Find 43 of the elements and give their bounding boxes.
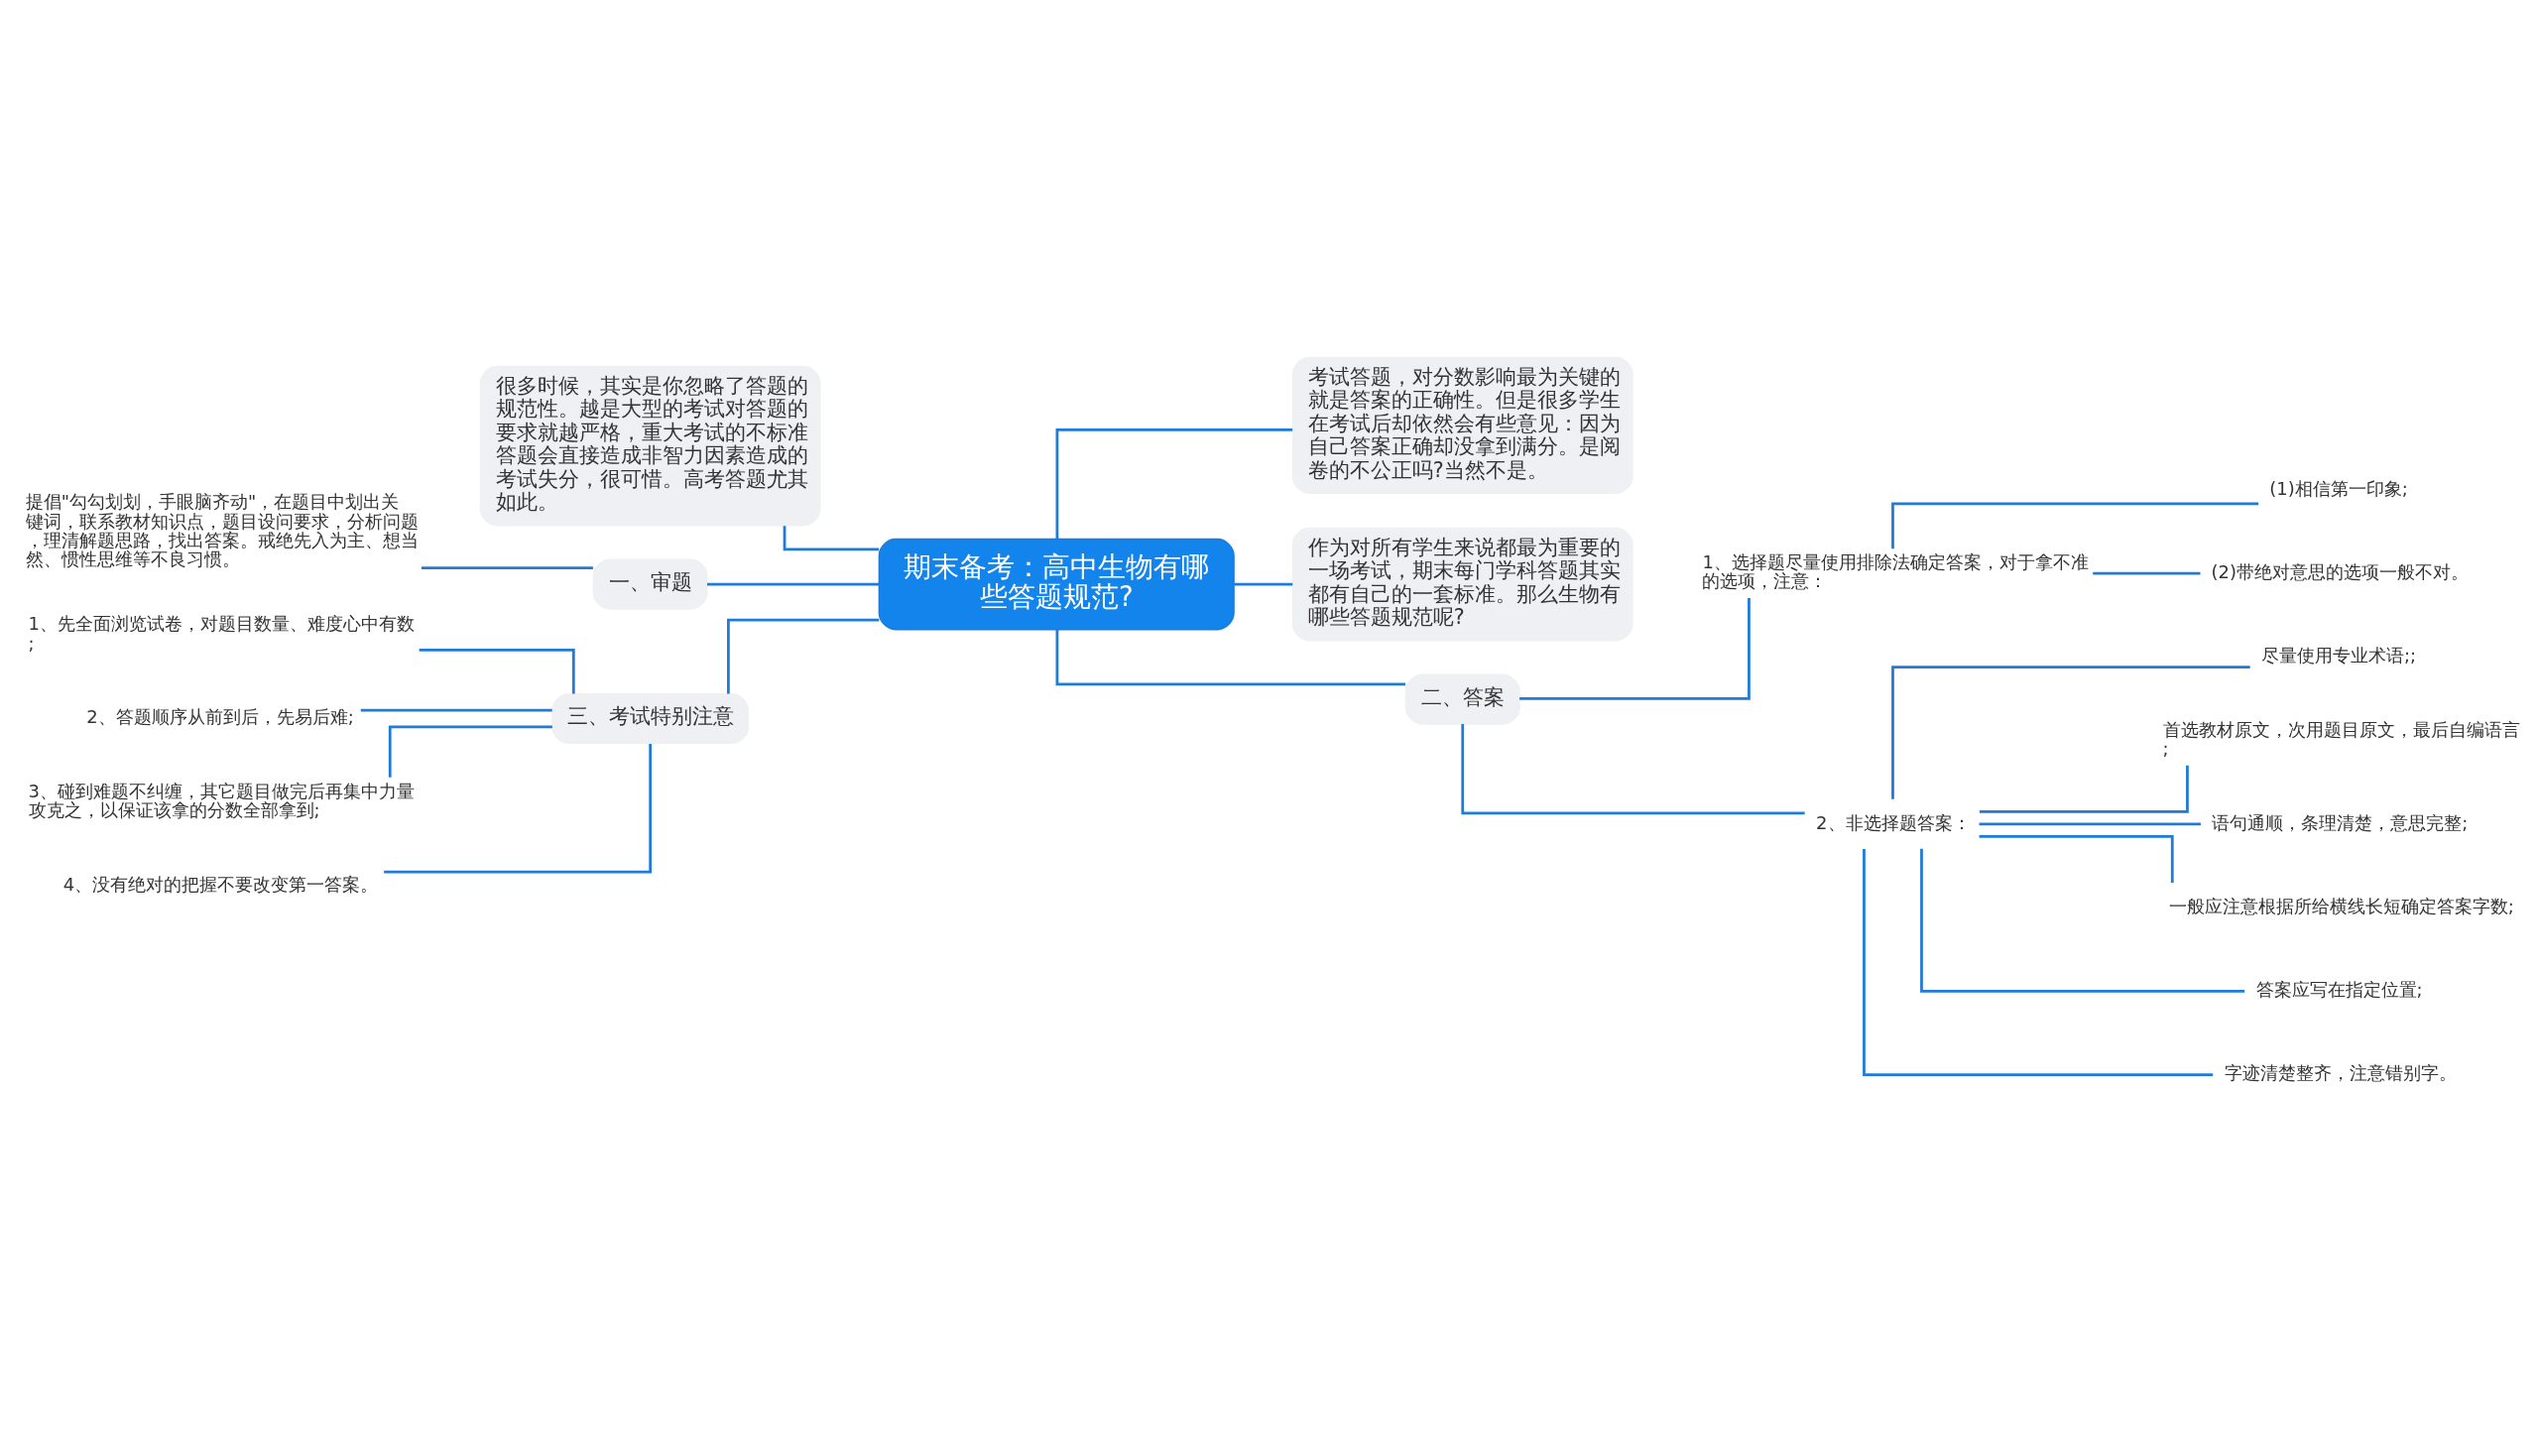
node-text: 一般应注意根据所给横线长短确定答案字数; <box>2168 895 2514 916</box>
connector <box>1055 629 1406 685</box>
node-text: (2)带绝对意思的选项一般不对。 <box>2211 560 2470 582</box>
connector <box>1461 723 1805 814</box>
connector <box>422 565 593 569</box>
connector <box>1234 582 1293 585</box>
connector <box>707 582 880 585</box>
connector <box>360 708 552 712</box>
connector <box>1891 502 2259 548</box>
node-text: 答案应写在指定位置; <box>2255 978 2423 1000</box>
node-text: 3、碰到难题不纠缠，其它题目做完后再集中力量攻克之，以保证该拿的分数全部拿到; <box>28 780 415 820</box>
connector <box>1519 597 1751 700</box>
node-box: 期末备考：高中生物有哪些答题规范? <box>878 538 1235 630</box>
node-text: (1)相信第一印象; <box>2269 477 2408 499</box>
connector <box>1979 834 2174 883</box>
connector <box>1055 427 1293 539</box>
node-text: 尽量使用专业术语;; <box>2261 644 2417 666</box>
connector <box>1863 848 2214 1076</box>
node-box: 二、答案 <box>1404 673 1520 725</box>
connector <box>384 743 653 874</box>
node-box: 三、考试特别注意 <box>551 692 750 744</box>
node-text: 1、先全面浏览试卷，对题目数量、难度心中有数; <box>28 612 415 654</box>
node-text: 首选教材原文，次用题目原文，最后自编语言; <box>2162 718 2520 759</box>
node-text: 语句通顺，条理清楚，意思完整; <box>2212 811 2469 833</box>
node-text: 2、非选择题答案： <box>1816 811 1971 833</box>
node-text: 字迹清楚整齐，注意错别字。 <box>2224 1061 2457 1083</box>
node-text: 4、没有绝对的把握不要改变第一答案。 <box>62 873 379 895</box>
connector <box>419 648 575 694</box>
node-box: 很多时候，其实是你忽略了答题的规范性。越是大型的考试对答题的要求就越严格，重大考试的不标准答题会直接造成非智力因素造成的考试失分，很可惜。高考答题尤其如此。 <box>479 365 821 526</box>
node-text: 2、答题顺序从前到后，先易后难; <box>86 705 354 727</box>
node-box: 考试答题，对分数影响最为关键的就是答案的正确性。但是很多学生在考试后却依然会有些意见：因为自己答案正确却没拿到满分。是阅卷的不公正吗?当然不是。 <box>1291 356 1633 494</box>
node-box: 一、审题 <box>592 558 708 610</box>
connector <box>727 618 880 693</box>
connector <box>1920 848 2245 993</box>
node-text: 1、选择题尽量使用排除法确定答案，对于拿不准的选项，注意： <box>1702 550 2089 591</box>
connector <box>2093 571 2201 574</box>
connector <box>783 525 880 550</box>
connector <box>388 724 552 778</box>
connector <box>1891 665 2250 799</box>
connector <box>1979 765 2189 813</box>
node-text: 提倡"勾勾划划，手眼脑齐动"，在题目中划出关键词，联系教材知识点，题目设问要求，分析问题，理清解题思路，找出答案。戒绝先入为主、想当然、惯性思维等不良习惯。 <box>25 490 419 569</box>
connector <box>1979 821 2201 825</box>
node-box: 作为对所有学生来说都最为重要的一场考试，期末每门学科答题其实都有自己的一套标准。那么生物有哪些答题规范呢? <box>1291 527 1633 641</box>
